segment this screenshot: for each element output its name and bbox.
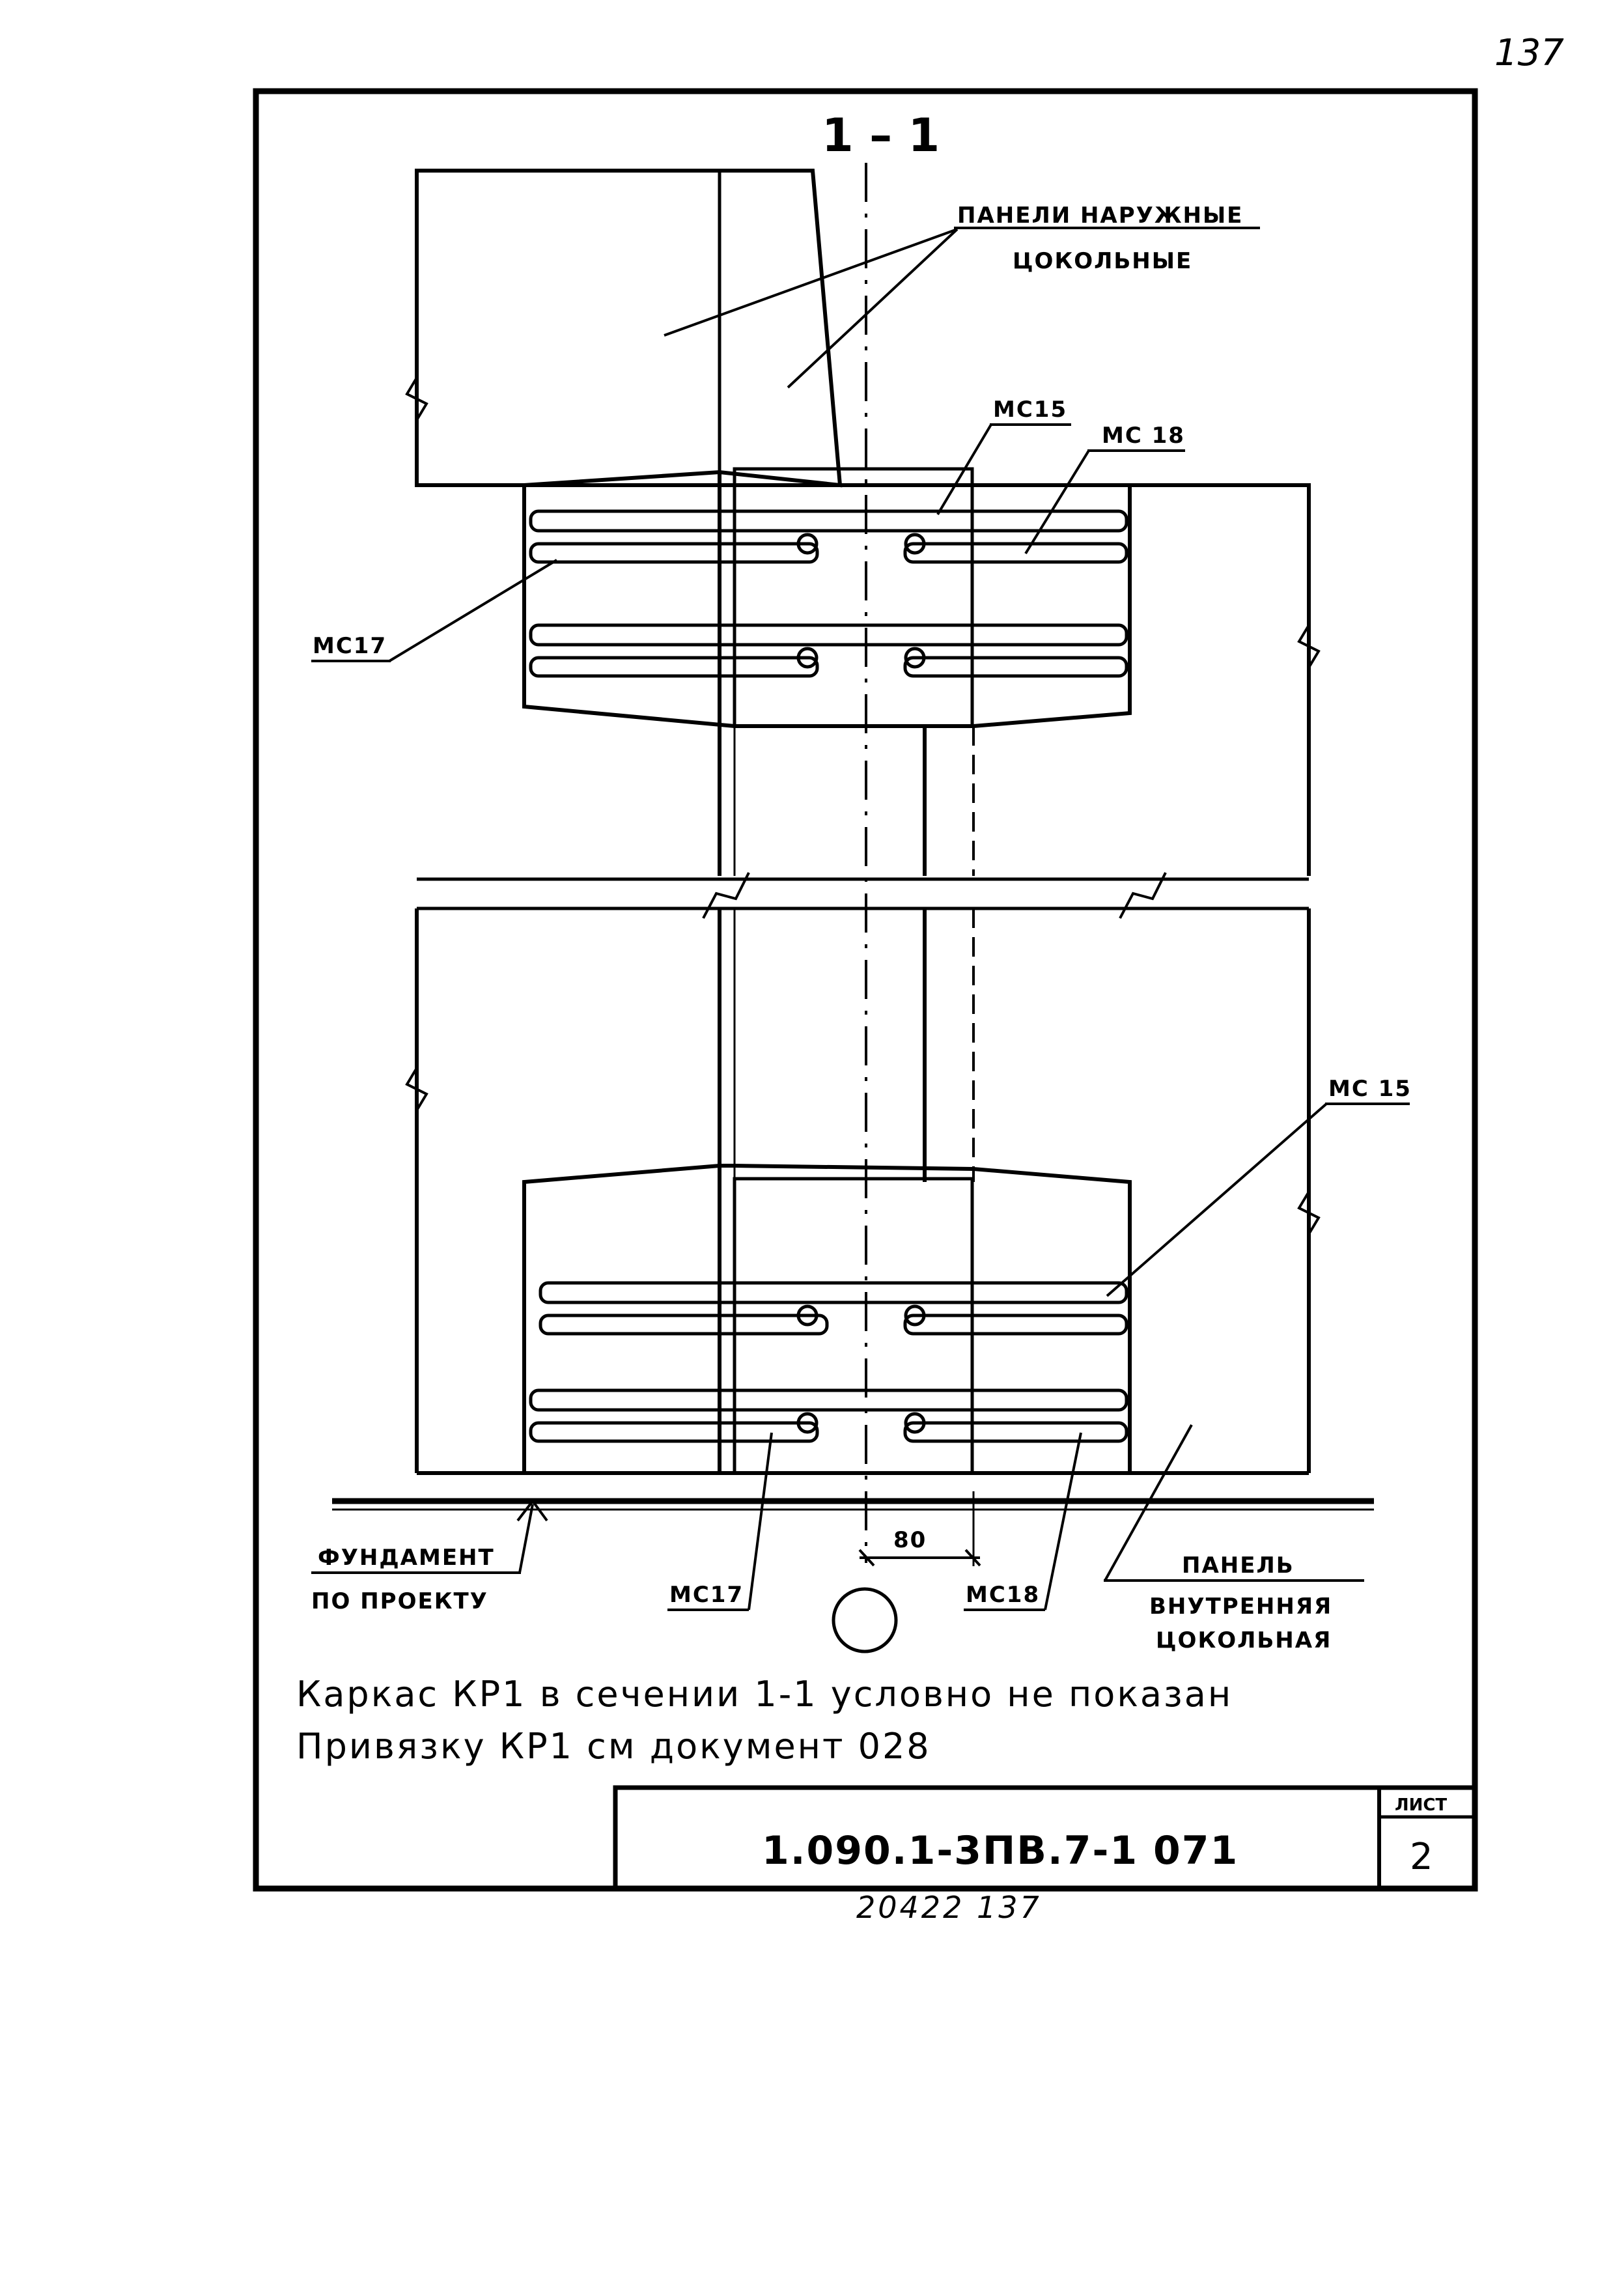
title-block [613, 1785, 1477, 1891]
sheet-label: ЛИСТ [1395, 1795, 1447, 1815]
break-mark [1297, 624, 1321, 669]
label-mc17-top: MC17 [313, 633, 387, 659]
note-line-2: Привязку КР1 см документ 028 [296, 1726, 931, 1767]
page-number: 137 [1494, 32, 1564, 74]
label-mc15-top: MC15 [993, 397, 1067, 423]
inner-plinth-panel-top [1130, 483, 1311, 876]
label-mc15-bottom: MC 15 [1328, 1076, 1412, 1102]
label-outer-panels-2: ЦОКОЛЬНЫЕ [1013, 248, 1192, 274]
section-title: 1 – 1 [822, 109, 940, 162]
label-foundation-1: ФУНДАМЕНТ [318, 1545, 495, 1571]
label-inner-panel-3: ЦОКОЛЬНАЯ [1156, 1627, 1332, 1653]
footer-number: 20422 137 [856, 1890, 1042, 1925]
break-mark [405, 376, 428, 421]
label-inner-panel-1: ПАНЕЛЬ [1182, 1553, 1295, 1579]
label-foundation-2: ПО ПРОЕКТУ [311, 1588, 488, 1614]
break-mark [405, 1067, 428, 1112]
label-mc18-top: MC 18 [1102, 423, 1185, 449]
upper-core-box [733, 467, 974, 728]
sheet-number: 2 [1410, 1836, 1433, 1878]
leaders [311, 227, 1410, 1611]
lower-core-box [733, 1177, 974, 1475]
label-inner-panel-2: ВНУТРЕННЯЯ [1149, 1594, 1332, 1620]
document-code: 1.090.1-3ПВ.7-1 071 [762, 1828, 1239, 1874]
axis-marker [832, 1587, 898, 1653]
label-outer-panels-1: ПАНЕЛИ НАРУЖНЫЕ [957, 203, 1243, 229]
upper-joint-concrete [522, 483, 1132, 728]
break-mark [1297, 1190, 1321, 1235]
dimension-80: 80 [893, 1527, 927, 1553]
lower-joint-concrete [522, 1164, 1132, 1473]
break-mark [702, 872, 750, 919]
label-mc18-bottom: MC18 [966, 1582, 1040, 1608]
upper-rebars [529, 509, 1128, 678]
dimension-tick [858, 1549, 981, 1567]
note-line-1: Каркас КР1 в сечении 1-1 условно не пока… [296, 1674, 1233, 1715]
outer-plinth-panel [415, 169, 843, 488]
lower-rebars [529, 1281, 1128, 1443]
break-mark [1119, 872, 1167, 919]
label-mc17-bottom: MC17 [669, 1582, 744, 1608]
